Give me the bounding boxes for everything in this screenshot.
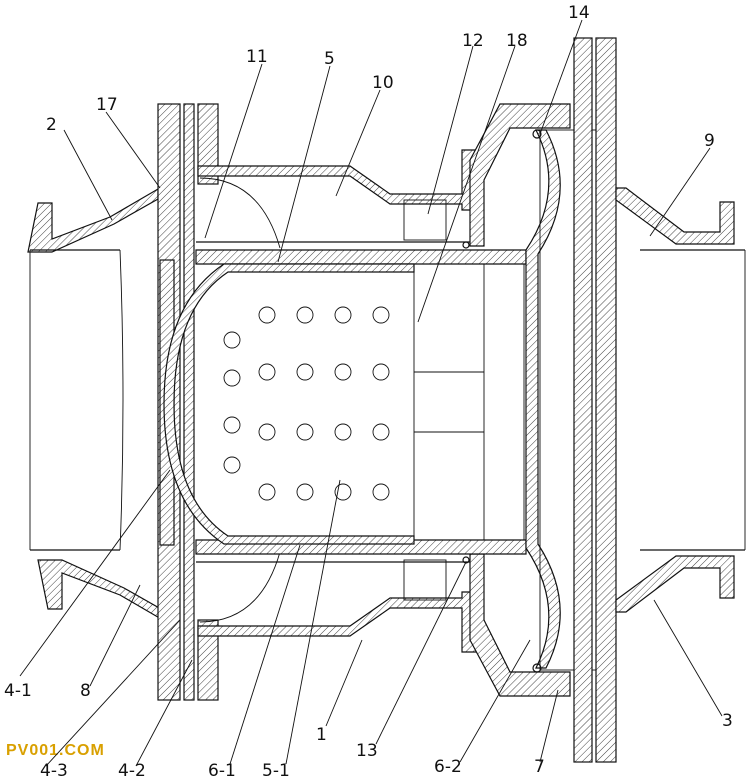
label-18: 18 xyxy=(506,31,528,51)
label-6-1: 6-1 xyxy=(208,761,236,781)
disc-assembly xyxy=(413,129,597,673)
label-10: 10 xyxy=(372,73,394,93)
label-14: 14 xyxy=(568,3,590,23)
label-4-3: 4-3 xyxy=(40,761,68,781)
valve-body xyxy=(197,103,571,697)
right-flanges xyxy=(573,37,617,763)
label-4-1: 4-1 xyxy=(4,681,32,701)
left-inlet-pipe xyxy=(27,187,169,625)
label-17: 17 xyxy=(96,95,118,115)
inner-sleeve xyxy=(195,241,527,563)
label-6-2: 6-2 xyxy=(434,757,462,777)
perforated-cone xyxy=(163,263,415,545)
label-5: 5 xyxy=(324,49,335,69)
label-8: 8 xyxy=(80,681,91,701)
left-flanges xyxy=(157,103,219,701)
label-1: 1 xyxy=(316,725,327,745)
label-5-1: 5-1 xyxy=(262,761,290,781)
label-7: 7 xyxy=(534,757,545,777)
label-12: 12 xyxy=(462,31,484,51)
label-2: 2 xyxy=(46,115,57,135)
label-13: 13 xyxy=(356,741,378,761)
label-3: 3 xyxy=(722,711,733,731)
right-outlet-pipe xyxy=(615,187,746,613)
watermark: PV001.COM xyxy=(6,742,105,759)
leader-lines xyxy=(19,19,723,767)
label-4-2: 4-2 xyxy=(118,761,146,781)
part-labels: 2 17 11 5 10 12 18 14 9 4-1 8 4-3 4-2 6-… xyxy=(4,3,733,781)
label-11: 11 xyxy=(246,47,268,67)
label-9: 9 xyxy=(704,131,715,151)
